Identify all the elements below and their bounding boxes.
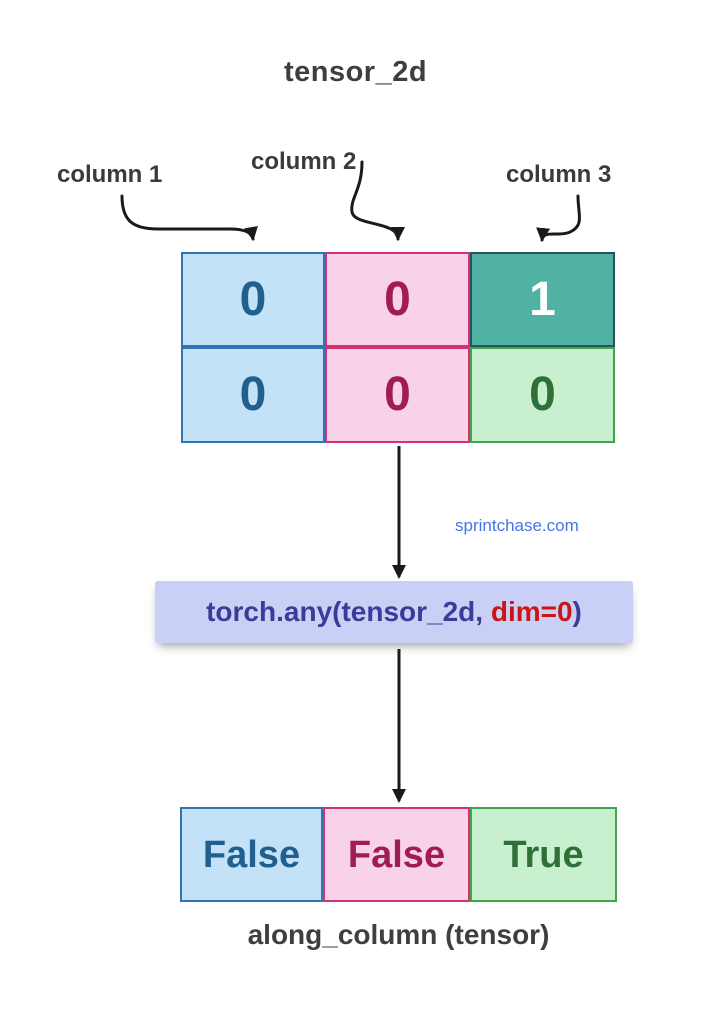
column-3-pointer-arrow — [536, 194, 581, 242]
page-title: tensor_2d — [283, 56, 428, 88]
code-expression-box: torch.any(tensor_2d, dim=0) — [155, 581, 633, 643]
tensor-2d-grid: 0 0 1 0 0 0 — [181, 252, 615, 443]
tensor-cell-r1c2: 0 — [325, 252, 470, 347]
watermark-text: sprintchase.com — [455, 516, 579, 535]
result-cell-c1: False — [180, 807, 323, 902]
column-1-label: column 1 — [57, 161, 163, 188]
code-text-prefix: torch.any(tensor_2d, — [206, 596, 491, 627]
result-cell-c3: True — [470, 807, 617, 902]
column-1-pointer-arrow — [120, 194, 258, 241]
tensor-cell-r2c1: 0 — [181, 347, 325, 443]
column-2-label: column 2 — [251, 148, 357, 175]
code-text-dim-argument: dim=0 — [490, 596, 573, 627]
tensor-cell-r1c1: 0 — [181, 252, 325, 347]
column-2-pointer-arrow — [350, 160, 405, 241]
tensor-cell-r1c3: 1 — [470, 252, 615, 347]
code-text-suffix: ) — [572, 596, 582, 627]
tensor-cell-r2c3: 0 — [470, 347, 615, 443]
tensor-cell-r2c2: 0 — [325, 347, 470, 443]
result-cell-c2: False — [323, 807, 470, 902]
result-tensor-row: False False True — [180, 807, 617, 902]
column-3-label: column 3 — [506, 161, 612, 188]
result-caption: along_column (tensor) — [247, 919, 550, 950]
